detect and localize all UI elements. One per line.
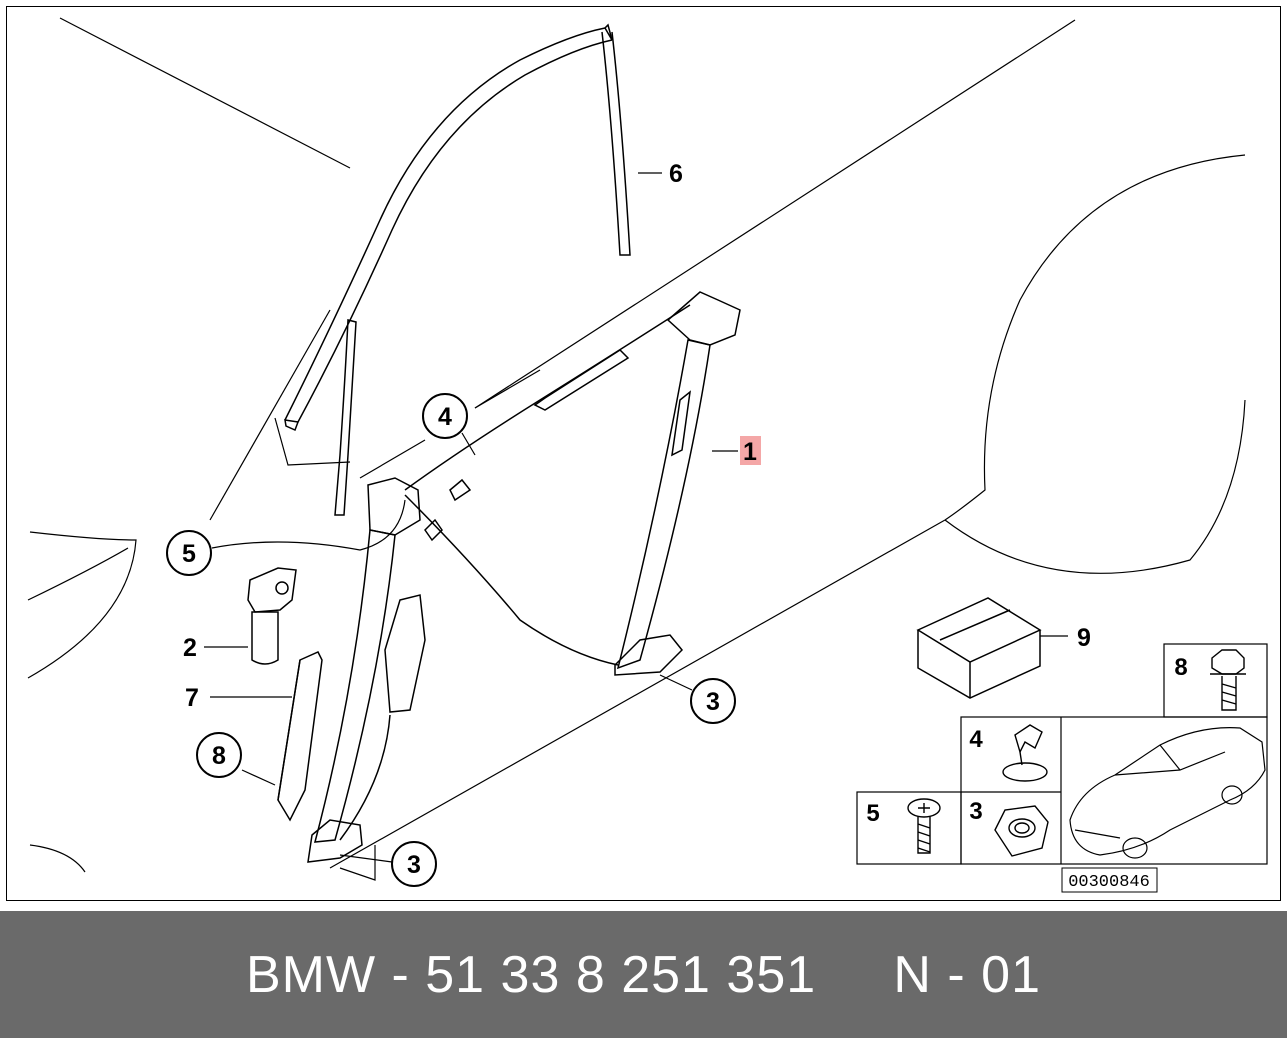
inset-label-8: 8: [1174, 654, 1187, 681]
callout-9: 9: [1077, 624, 1091, 652]
window-frame-rail: [284, 23, 631, 516]
callout-1: 1: [743, 438, 757, 466]
clip-icon: [1002, 724, 1048, 782]
inset-label-3: 3: [969, 798, 982, 825]
reference-number: 00300846: [1068, 873, 1150, 892]
callout-7: 7: [185, 684, 199, 712]
callout-6: 6: [669, 160, 683, 188]
callout-2: 2: [183, 634, 197, 662]
part-1-highlight: [740, 436, 761, 465]
reference-box: [1061, 867, 1158, 893]
nut-icon: [994, 805, 1049, 857]
inset-label-4: 4: [969, 726, 983, 753]
callout-8: 8: [212, 742, 226, 770]
leader-lines: [204, 172, 1068, 863]
footer-bar: BMW - 51 33 8 251 351 N - 01: [0, 911, 1287, 1038]
callout-5: 5: [182, 540, 196, 568]
callout-4: 4: [438, 403, 452, 431]
part-number-caption: BMW - 51 33 8 251 351 N - 01: [245, 945, 1042, 1004]
hardware-inset-table: [856, 643, 1268, 865]
callout-circles: [166, 393, 736, 887]
callout-3b: 3: [407, 851, 421, 879]
car-sketch-icon: [1069, 727, 1266, 859]
foam-pad: [916, 597, 1042, 699]
window-regulator: [307, 291, 741, 863]
car-body-outline: [27, 17, 1246, 881]
parts-diagram: 1 2 3 3 4 5 6 7 8 9: [27, 17, 1268, 893]
screw-icon: [907, 798, 941, 854]
window-motor: [247, 567, 297, 665]
callout-3a: 3: [706, 688, 720, 716]
bolt-icon: [1210, 649, 1246, 711]
inset-label-5: 5: [866, 800, 879, 827]
bracket: [277, 651, 323, 822]
